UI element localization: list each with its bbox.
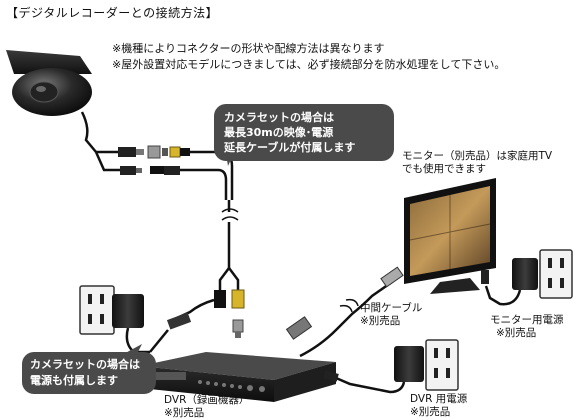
middle-cable-plugs-icon: [285, 266, 404, 340]
monitor-icon: [404, 178, 496, 294]
note-connector-shape: ※機種によりコネクターの形状や配線方法は異なります: [112, 42, 385, 55]
dome-camera-icon: [6, 50, 92, 116]
monitor-label: モニター（別売品）は家庭用TV でも使用できます: [402, 150, 553, 175]
dvr-power-adapter-icon: [323, 346, 424, 394]
callout-bottom-line-2: 電源も付属します: [30, 374, 118, 387]
dvr-recorder-icon: [140, 352, 336, 402]
callout-bottom-line-1: カメラセットの場合は: [30, 358, 140, 371]
camera-connectors-icon: [94, 145, 190, 175]
dvr-label: DVR（録画機器） ※別売品: [164, 394, 250, 419]
wall-outlet-left-icon: [79, 285, 115, 335]
callout-top-line-2: 最長30mの映像･電源: [224, 126, 334, 139]
callout-extension-cable: カメラセットの場合は 最長30mの映像･電源 延長ケーブルが付属します: [214, 104, 394, 161]
middle-cable: [299, 280, 393, 358]
camera-cable: [80, 111, 97, 153]
callout-power-included: カメラセットの場合は 電源も付属します: [22, 352, 156, 394]
callout-top-line-3: 延長ケーブルが付属します: [224, 141, 356, 154]
cable-break-mid-icon: [339, 298, 359, 313]
lower-connectors-icon: [214, 267, 245, 338]
page-title: 【デジタルレコーダーとの接続方法】: [6, 6, 219, 20]
monitor-power-adapter-icon: [481, 258, 538, 306]
note-waterproof: ※屋外設置対応モデルにつきましては、必ず接続部分を防水処理をして下さい。: [112, 58, 506, 71]
middle-cable-label: 中間ケーブル ※別売品: [360, 302, 423, 327]
callout-top-line-1: カメラセットの場合は: [224, 111, 334, 124]
dvr-power-label: DVR 用電源 ※別売品: [410, 393, 468, 418]
wall-outlet-dvr-icon: [425, 339, 459, 391]
camera-power-adapter-icon: [112, 294, 169, 354]
monitor-power-label: モニター用電源 ※別売品: [490, 314, 564, 339]
wall-outlet-right-icon: [539, 249, 573, 299]
